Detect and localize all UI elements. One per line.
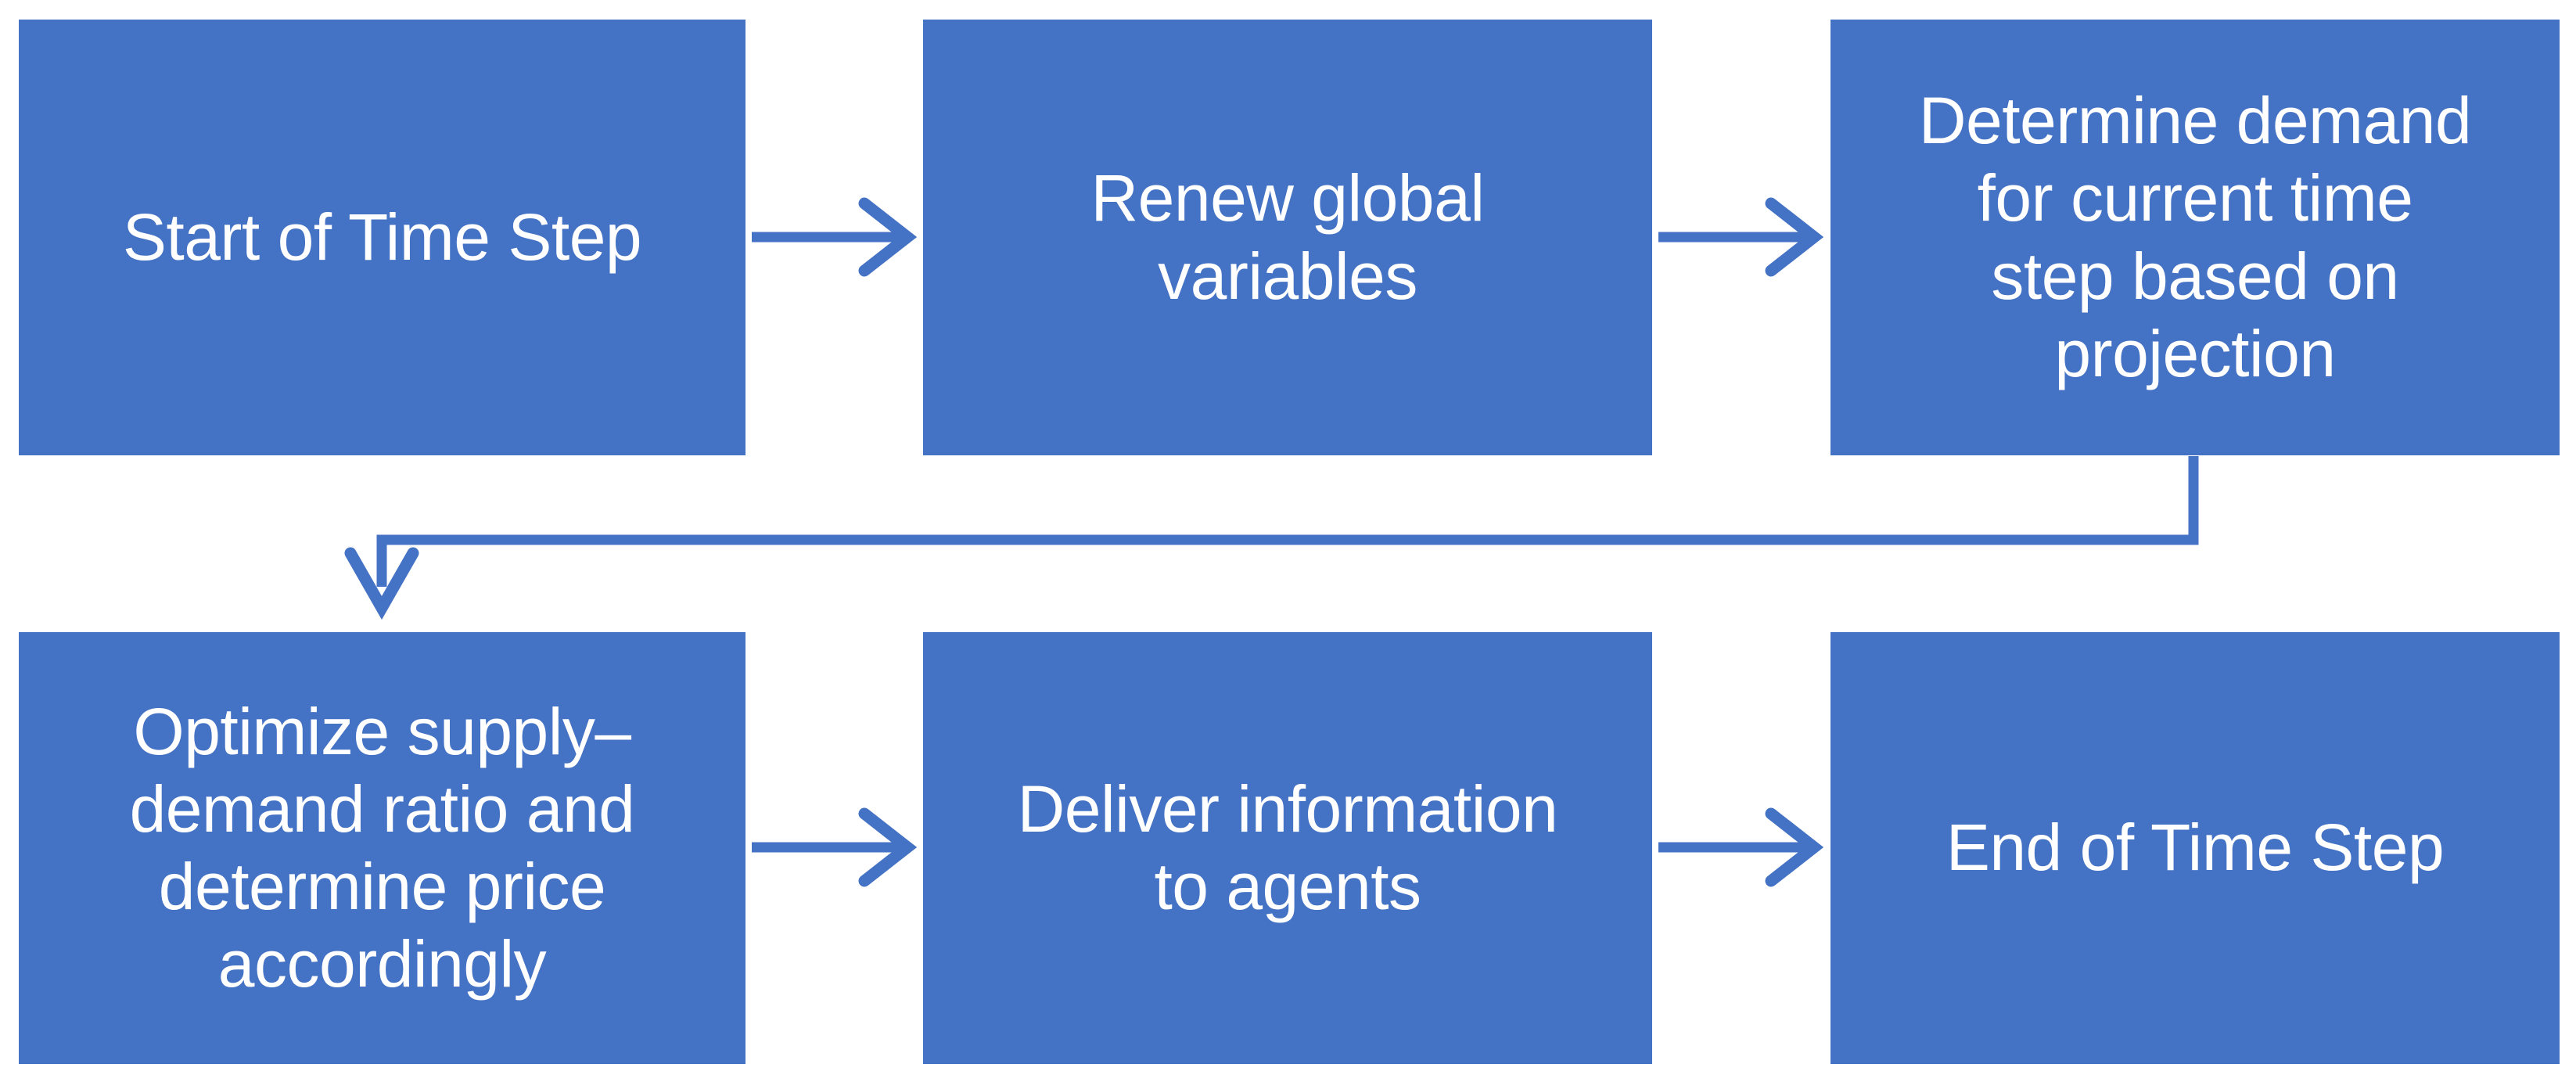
- flow-node-label: Renew global variables: [1090, 161, 1485, 313]
- flow-node-label: Start of Time Step: [122, 200, 642, 274]
- connector-demand-to-optimize: [344, 450, 2222, 630]
- flow-node-determine-demand[interactable]: Determine demand for current time step b…: [1831, 20, 2560, 455]
- connector-renew-to-demand: [1652, 182, 1835, 293]
- flow-node-label: Optimize supply– demand ratio and determ…: [129, 694, 635, 1001]
- flow-node-optimize-supply-demand-ratio[interactable]: Optimize supply– demand ratio and determ…: [19, 632, 745, 1064]
- arrow-right-icon: [1658, 197, 1824, 277]
- flow-node-end-of-time-step[interactable]: End of Time Step: [1831, 632, 2560, 1064]
- connector-optimize-to-deliver: [747, 792, 929, 903]
- arrow-down-icon: [344, 456, 2199, 620]
- flow-node-start-of-time-step[interactable]: Start of Time Step: [19, 20, 745, 455]
- flow-node-label: Determine demand for current time step b…: [1918, 84, 2472, 390]
- flow-node-label: End of Time Step: [1945, 811, 2445, 885]
- connector-start-to-renew: [747, 182, 929, 293]
- connector-deliver-to-end: [1652, 792, 1835, 903]
- arrow-right-icon: [1658, 807, 1824, 887]
- flow-node-label: Deliver information to agents: [1017, 771, 1558, 923]
- flow-node-deliver-information-to-agents[interactable]: Deliver information to agents: [923, 632, 1652, 1064]
- flow-node-renew-global-variables[interactable]: Renew global variables: [923, 20, 1652, 455]
- arrow-right-icon: [752, 807, 918, 887]
- arrow-right-icon: [752, 197, 918, 277]
